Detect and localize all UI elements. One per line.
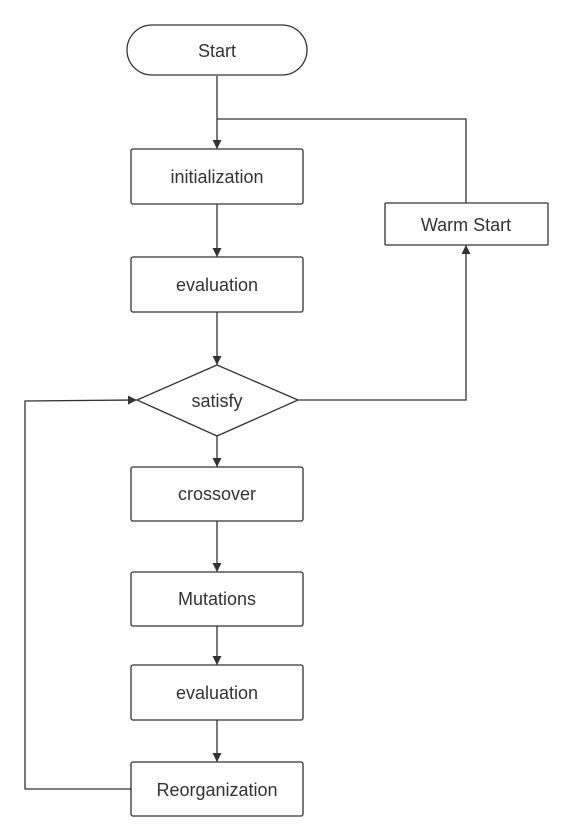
satisfy-decision-diamond [135,364,300,437]
warm-start-box [384,202,549,246]
node-warm-start: Warm Start [384,202,549,246]
node-satisfy: satisfy [135,364,300,437]
node-initialization: initialization [130,148,304,205]
evaluation-1-box [130,256,304,313]
initialization-box [130,148,304,205]
start-label: Start [198,41,236,61]
evaluation-1-label: evaluation [176,275,258,295]
mutations-label: Mutations [178,589,256,609]
node-crossover: crossover [130,466,304,522]
node-reorganization: Reorganization [130,761,304,817]
initialization-label: initialization [170,167,263,187]
crossover-box [130,466,304,522]
node-start: Start [126,24,308,76]
evaluation-2-label: evaluation [176,683,258,703]
warm-start-label: Warm Start [421,215,511,235]
crossover-label: crossover [178,484,256,504]
mutations-box [130,571,304,627]
satisfy-label: satisfy [191,391,242,411]
reorganization-box [130,761,304,817]
edges [24,76,471,790]
edge-warm-start-to-initialization [217,118,467,203]
start-terminal-shape [126,24,308,76]
node-evaluation-1: evaluation [130,256,304,313]
node-evaluation-2: evaluation [130,664,304,721]
reorganization-label: Reorganization [156,780,277,800]
node-mutations: Mutations [130,571,304,627]
edge-satisfy-to-warm-start [298,245,471,401]
evaluation-2-box [130,664,304,721]
edge-reorganization-to-satisfy [24,395,138,790]
